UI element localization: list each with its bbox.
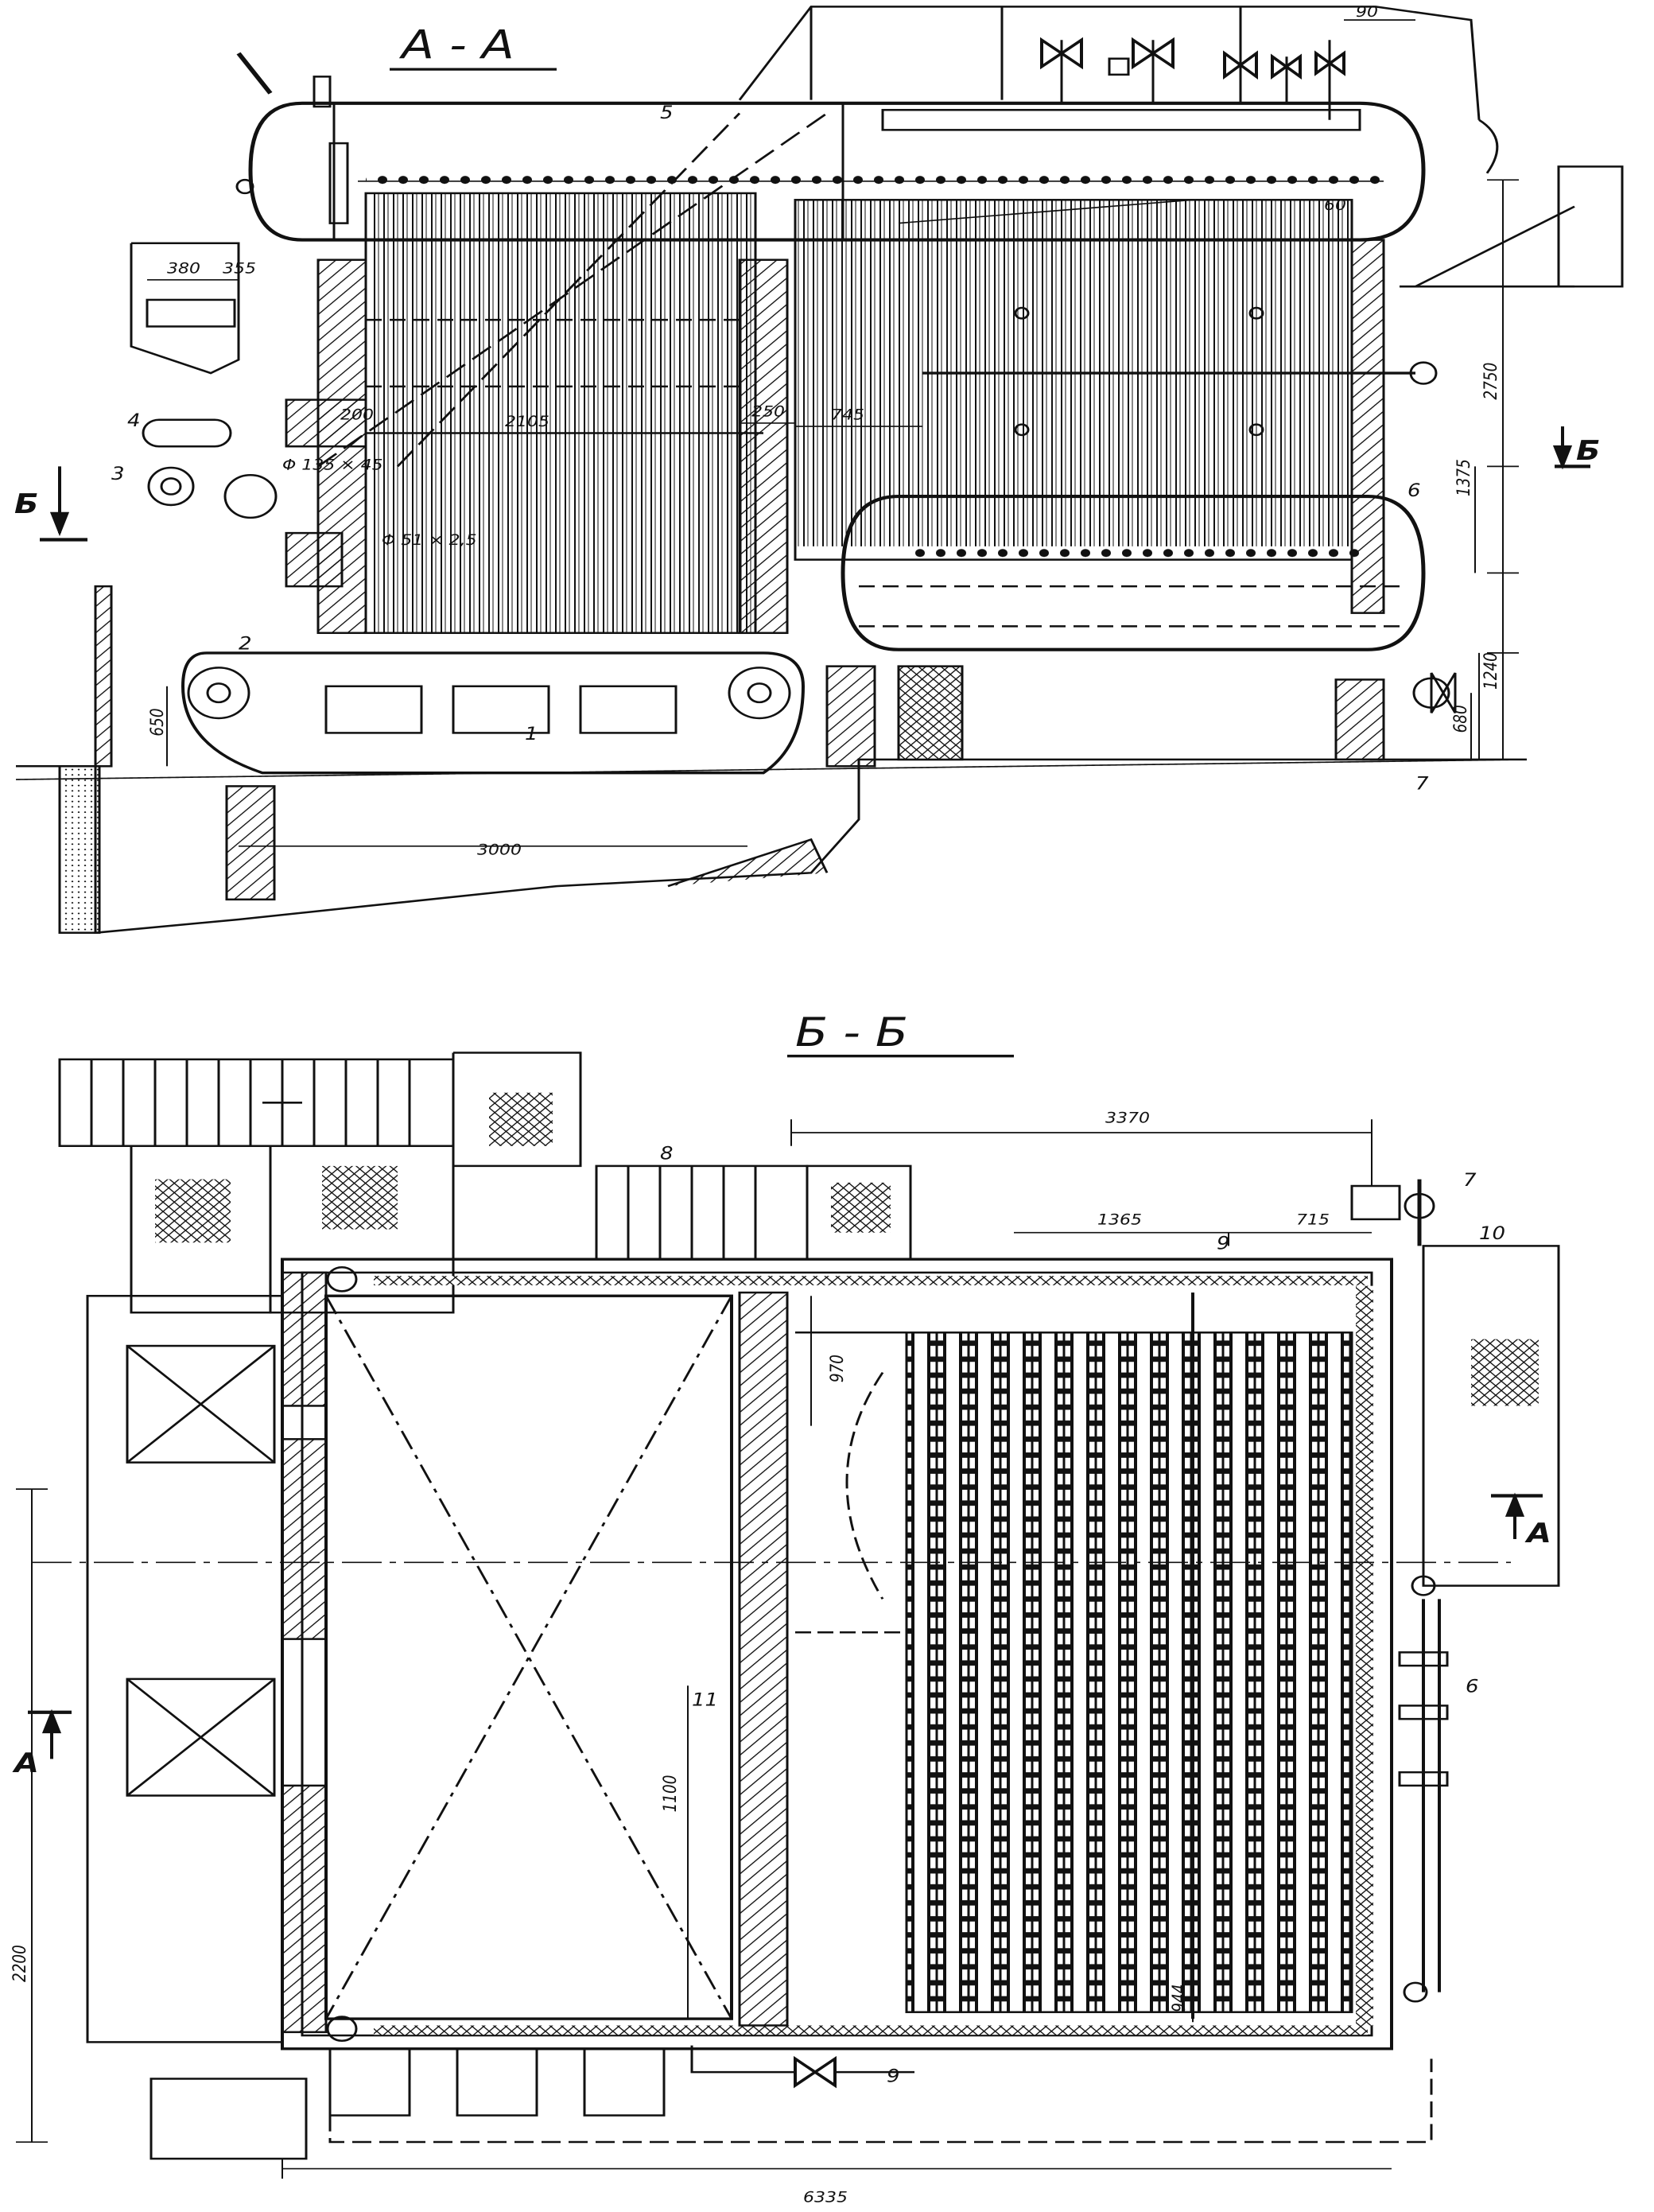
partition-wall-brick <box>738 259 789 635</box>
dim-1240: 1240 <box>1480 652 1501 690</box>
lower-drum-tube-row <box>907 546 1368 560</box>
callout-6: 6 <box>1407 480 1421 500</box>
feeder-drive <box>142 418 232 448</box>
valve-box-icon <box>1108 57 1130 76</box>
column-icon <box>155 1179 231 1243</box>
callout-7-plan: 7 <box>1463 1170 1477 1190</box>
dim-200: 200 <box>340 406 374 423</box>
section-aa: А - А <box>15 6 1624 935</box>
side-tube-row-bottom <box>374 2025 1368 2035</box>
dim-3370: 3370 <box>1105 1109 1150 1126</box>
dim-2200: 2200 <box>9 1945 29 1982</box>
valve-icon <box>1132 37 1174 103</box>
lower-drum <box>841 494 1426 651</box>
dim-715: 715 <box>1296 1211 1330 1228</box>
furnace-plan <box>324 1294 733 2020</box>
callout-5: 5 <box>660 103 674 122</box>
callout-2: 2 <box>239 634 252 654</box>
dim-60: 60 <box>1324 196 1346 214</box>
valve-icon <box>794 2055 837 2089</box>
feeder-box <box>126 1677 276 1797</box>
drive-box <box>1350 1184 1401 1221</box>
dim-1375: 1375 <box>1453 459 1473 496</box>
furnace-screen-tubes <box>370 192 751 633</box>
column-icon <box>1471 1339 1539 1406</box>
callout-3: 3 <box>111 464 125 484</box>
staircase <box>58 1058 455 1148</box>
cut-letter-left: Б <box>14 488 38 519</box>
section-aa-labels: 4 3 2 1 5 6 7 380 355 200 2105 250 745 9… <box>14 3 1600 859</box>
callout-7: 7 <box>1415 774 1429 794</box>
callout-6-plan: 6 <box>1466 1677 1479 1697</box>
dim-355: 355 <box>223 259 256 277</box>
section-bb-title: Б - Б <box>795 1010 908 1056</box>
dim-944: 944 <box>1168 1985 1189 2012</box>
dim-1365: 1365 <box>1097 1211 1142 1228</box>
callout-8: 8 <box>660 1144 674 1164</box>
dim-3000: 3000 <box>477 841 522 858</box>
corner-column-icon <box>326 2016 358 2042</box>
column-icon <box>322 1165 398 1230</box>
dim-745: 745 <box>831 406 864 423</box>
pipe-dim-b: Φ 51 × 2,5 <box>382 531 477 549</box>
callout-9-top: 9 <box>1217 1234 1230 1254</box>
dim-250: 250 <box>751 402 785 420</box>
side-tube-row-top <box>374 1276 1368 1285</box>
chain-grate <box>181 651 806 775</box>
blowdown-valve-icon <box>1409 361 1438 385</box>
cut-letter-right: Б <box>1576 435 1600 466</box>
rear-wall-plan <box>1356 1285 1373 2026</box>
feeder-wheel-icon <box>147 466 195 507</box>
section-aa-title: А - А <box>399 22 514 68</box>
convective-tube-grid <box>905 1331 1353 2013</box>
valve-icon <box>1314 40 1345 120</box>
dim-970: 970 <box>826 1355 847 1382</box>
section-bb-labels: 8 9 9 10 11 7 6 3370 1365 715 6335 970 1… <box>9 1109 1551 2206</box>
valve-icon <box>1223 13 1258 103</box>
column-icon <box>831 1182 891 1233</box>
valve-icon <box>1040 37 1083 103</box>
corner-column-icon <box>326 1265 358 1293</box>
dim-2105: 2105 <box>505 413 549 430</box>
callout-1: 1 <box>525 724 538 744</box>
dim-380: 380 <box>167 259 200 277</box>
callout-11: 11 <box>692 1689 718 1709</box>
section-bb: Б - Б <box>16 1010 1560 2179</box>
callout-4: 4 <box>127 410 141 430</box>
water-gauge <box>328 142 349 224</box>
feeder-box <box>126 1344 276 1464</box>
dim-650: 650 <box>146 708 167 736</box>
callout-9-bottom: 9 <box>887 2066 900 2086</box>
dim-1100: 1100 <box>659 1775 680 1813</box>
grate-sprocket-icon <box>187 667 250 720</box>
grate-idler-icon <box>728 667 791 720</box>
throwing-rotor-icon <box>223 473 278 519</box>
callout-10: 10 <box>1479 1223 1505 1243</box>
cut-letter-a-right: А <box>1524 1518 1551 1549</box>
gauge-icon <box>235 178 254 195</box>
dim-680: 680 <box>1450 705 1470 733</box>
dim-90: 90 <box>1356 3 1378 21</box>
column-icon <box>489 1092 553 1146</box>
dim-2750: 2750 <box>1480 363 1501 400</box>
dim-6335: 6335 <box>803 2188 848 2206</box>
cut-letter-a-left: А <box>12 1747 39 1779</box>
valve-icon <box>1271 53 1302 103</box>
pipe-dim-a: Φ 135 × 45 <box>282 456 383 473</box>
fuel-hopper <box>130 242 240 375</box>
safety-valve-lever <box>236 52 273 95</box>
